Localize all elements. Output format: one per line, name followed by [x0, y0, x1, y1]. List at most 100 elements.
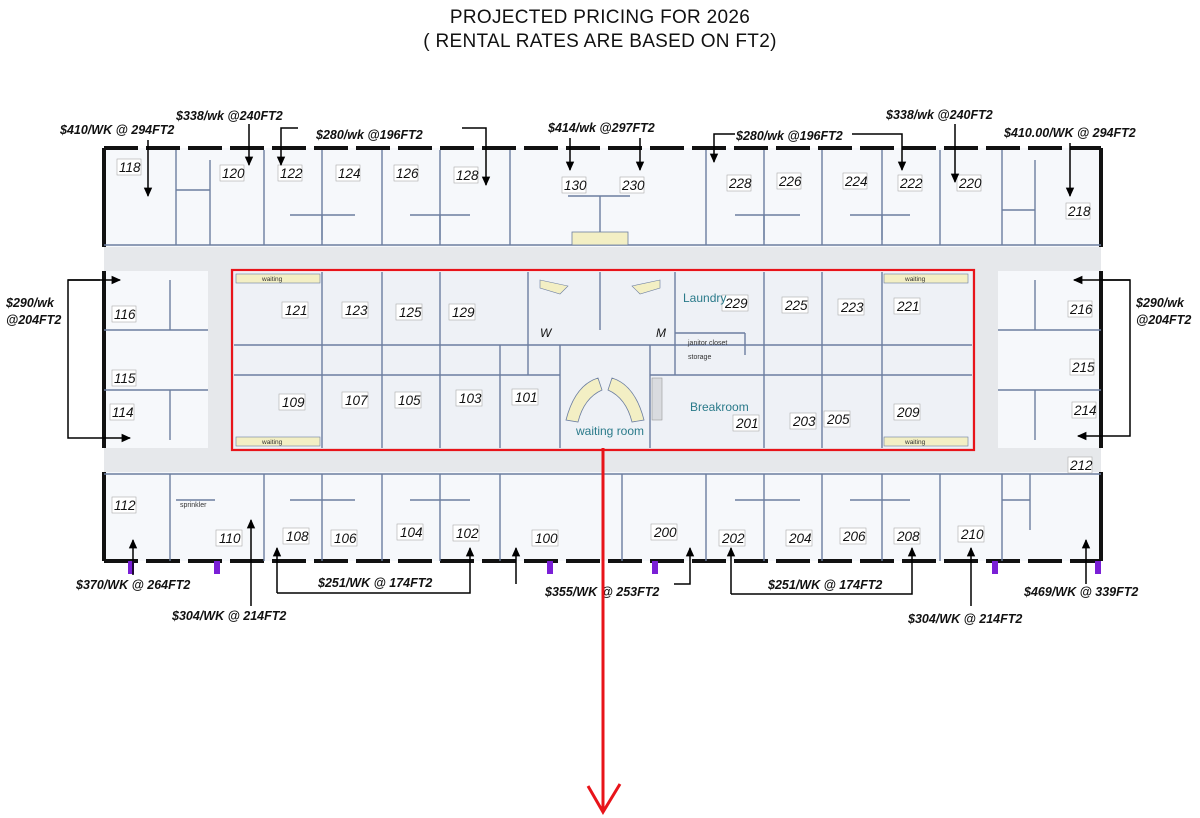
waiting-bench-right: [607, 377, 645, 423]
room-120: 120: [222, 166, 245, 181]
room-222: 222: [899, 176, 923, 191]
room-110: 110: [219, 531, 241, 546]
bench-209: [883, 436, 969, 447]
waiting-label-109: waiting: [261, 439, 283, 446]
janitor-closet-label: janitor closet: [687, 340, 727, 347]
room-115: 115: [114, 371, 136, 386]
price-212: $469/WK @ 339FT2: [1023, 585, 1138, 599]
room-103: 103: [459, 391, 482, 406]
price-labels: $410/WK @ 294FT2 $338/wk @240FT2 $280/wk…: [5, 108, 1191, 626]
room-122: 122: [280, 166, 303, 181]
room-208: 208: [896, 529, 920, 544]
mens-restroom-label: M: [656, 326, 666, 340]
price-210: $304/WK @ 214FT2: [907, 612, 1022, 626]
room-228: 228: [728, 176, 752, 191]
leader-arrows: [67, 124, 1131, 606]
price-118: $410/WK @ 294FT2: [59, 123, 174, 137]
room-216: 216: [1069, 302, 1093, 317]
room-220: 220: [958, 176, 982, 191]
alcove-bench-right: [631, 279, 661, 295]
exterior-walls: [102, 146, 1103, 563]
room-206: 206: [842, 529, 866, 544]
room-226: 226: [778, 174, 802, 189]
room-118: 118: [119, 160, 141, 175]
breakroom-counter: [651, 377, 663, 421]
room-221: 221: [896, 299, 920, 314]
room-210: 210: [960, 527, 984, 542]
room-123: 123: [345, 303, 368, 318]
room-112: 112: [114, 498, 136, 513]
price-222: $338/wk @240FT2: [885, 108, 993, 122]
price-116-line-1: $290/wk: [5, 296, 55, 310]
room-223: 223: [840, 300, 864, 315]
room-114: 114: [112, 405, 134, 420]
waiting-bench-left: [565, 377, 603, 423]
room-107: 107: [345, 393, 368, 408]
room-125: 125: [399, 305, 422, 320]
price-218: $410.00/WK @ 294FT2: [1003, 126, 1136, 140]
central-block: [234, 272, 972, 448]
price-204: $251/WK @ 174FT2: [767, 578, 882, 592]
room-108: 108: [286, 529, 309, 544]
sprinkler-label: sprinkler: [180, 502, 207, 509]
price-116-line-2: @204FT2: [6, 313, 61, 327]
room-102: 102: [456, 526, 479, 541]
plan-title-line-1: PROJECTED PRICING FOR 2026: [449, 7, 751, 28]
price-112: $370/WK @ 264FT2: [75, 578, 190, 592]
room-124: 124: [338, 166, 361, 181]
room-116: 116: [114, 307, 136, 322]
room-130: 130: [564, 178, 587, 193]
womens-restroom-label: W: [540, 326, 553, 340]
room-105: 105: [398, 393, 421, 408]
north-corridor: [104, 247, 1101, 271]
price-110: $304/WK @ 214FT2: [171, 609, 286, 623]
central-block-walls: [234, 272, 972, 448]
room-104: 104: [400, 525, 423, 540]
room-212: 212: [1069, 458, 1093, 473]
room-121: 121: [285, 303, 308, 318]
north-bench: [571, 231, 629, 246]
room-200: 200: [653, 525, 677, 540]
price-106: $251/WK @ 174FT2: [317, 576, 432, 590]
laundry-label: Laundry: [683, 291, 726, 305]
price-120: $338/wk @240FT2: [175, 109, 283, 123]
room-214: 214: [1073, 403, 1097, 418]
central-room-numbers: 121 123 125 129 109 107 105 103 101 229 …: [278, 294, 921, 432]
purple-markers: [128, 561, 1101, 574]
room-204: 204: [788, 531, 812, 546]
price-216-line-1: $290/wk: [1135, 296, 1185, 310]
bench-221: [883, 273, 969, 284]
alcove-bench-left: [539, 279, 569, 295]
room-203: 203: [792, 414, 816, 429]
waiting-label-221: waiting: [904, 276, 926, 283]
price-226: $280/wk @196FT2: [735, 129, 843, 143]
east-corridor: [972, 247, 998, 472]
storage-label: storage: [688, 354, 711, 361]
side-room-numbers: 116 115 114 112 216 215 214 212: [109, 300, 1097, 514]
room-126: 126: [396, 166, 419, 181]
south-room-numbers: 110 108 106 104 102 100 200 202 204 206 …: [215, 523, 985, 547]
room-129: 129: [452, 305, 475, 320]
bench-121: [235, 273, 321, 284]
room-218: 218: [1067, 204, 1091, 219]
room-229: 229: [724, 296, 748, 311]
price-216-line-2: @204FT2: [1136, 313, 1191, 327]
room-128: 128: [456, 168, 479, 183]
side-room-walls: [104, 280, 1101, 440]
red-arrow: [586, 448, 622, 815]
room-101: 101: [515, 390, 538, 405]
room-209: 209: [896, 405, 920, 420]
room-109: 109: [282, 395, 305, 410]
breakroom-label: Breakroom: [690, 400, 749, 414]
room-224: 224: [844, 174, 868, 189]
bench-109: [235, 436, 321, 447]
price-130: $414/wk @297FT2: [547, 121, 655, 135]
room-100: 100: [535, 531, 558, 546]
west-corridor: [208, 247, 234, 472]
room-202: 202: [721, 531, 745, 546]
price-124: $280/wk @196FT2: [315, 128, 423, 142]
north-room-numbers: 118 120 122 124 126 128 130 230 228 226 …: [116, 158, 1091, 220]
waiting-room-label: waiting room: [575, 424, 644, 438]
room-205: 205: [826, 412, 850, 427]
